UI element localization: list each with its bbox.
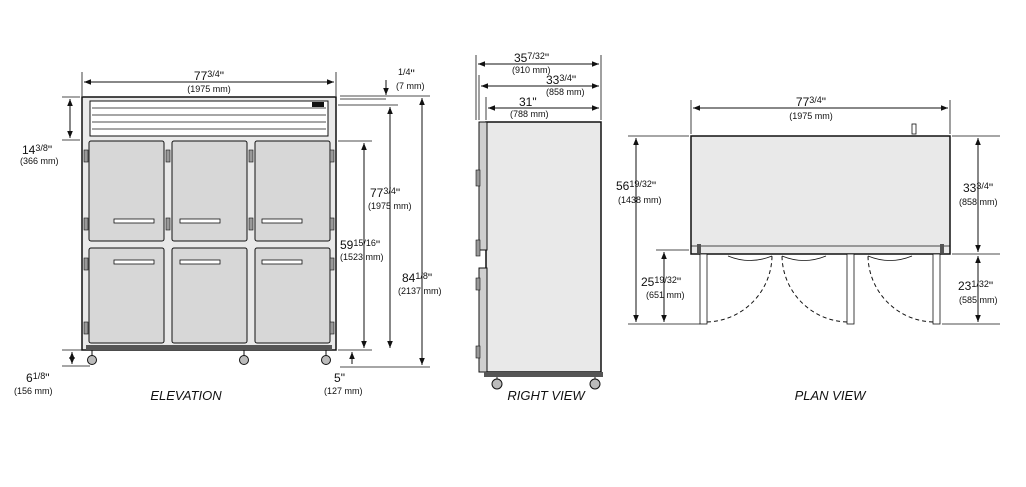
- right-view: 357/32" (910 mm) 333/4" (858 mm) 31" (78…: [475, 51, 603, 403]
- elev-topgap-mm: (7 mm): [396, 81, 425, 91]
- right-view-caption: RIGHT VIEW: [507, 388, 586, 403]
- elev-width-mm: (1975 mm): [187, 84, 231, 94]
- door-handle: [113, 218, 155, 224]
- plan-width-mm: (1975 mm): [789, 111, 833, 121]
- door-upper-center: [171, 140, 248, 242]
- elev-grille-dim: 143/8": [22, 143, 52, 157]
- plan-view: 773/4" (1975 mm) 5619/32" (1438 mm) 2519…: [616, 95, 1000, 403]
- door-lower-right: [254, 247, 331, 344]
- door-handle: [179, 259, 221, 265]
- top-grille: [89, 100, 329, 137]
- elev-grille-mm: (366 mm): [20, 156, 59, 166]
- plan-width-dim: 773/4": [796, 95, 826, 109]
- caster: [589, 377, 601, 390]
- plan-view-caption: PLAN VIEW: [795, 388, 868, 403]
- elev-topgap-dim: 1/4": [398, 67, 415, 81]
- caster: [87, 350, 97, 365]
- elev-overall-dim: 841/8": [402, 271, 432, 285]
- door-handle: [179, 218, 221, 224]
- plan-depthopen-dim: 5619/32": [616, 179, 656, 193]
- plan-depth-mm: (858 mm): [959, 197, 998, 207]
- door-handle: [261, 259, 303, 265]
- plan-doorwidth-dim: 231/32": [958, 279, 993, 293]
- right-depthbody-dim: 333/4": [546, 73, 576, 87]
- door-handle: [113, 259, 155, 265]
- caster: [491, 377, 503, 390]
- elev-overall-mm: (2137 mm): [398, 286, 442, 296]
- door-swing: [781, 253, 855, 325]
- right-depthbody-mm: (858 mm): [546, 87, 585, 97]
- elev-doorsection-dim: 5915/16": [340, 238, 380, 252]
- right-depthoverall-dim: 357/32": [514, 51, 549, 65]
- plan-body: [690, 135, 951, 255]
- door-swing: [867, 253, 941, 325]
- drain-fitting: [911, 123, 917, 135]
- plan-depth-dim: 333/4": [963, 181, 993, 195]
- plan-doorswing-dim: 2519/32": [641, 275, 681, 289]
- elev-width-dim: 773/4": [194, 69, 224, 83]
- elevation-view: 773/4" (1975 mm) 1/4" (7 mm) 143/8" (366…: [14, 67, 442, 403]
- door-upper-left: [88, 140, 165, 242]
- elev-bottomgap-mm: (127 mm): [324, 386, 363, 396]
- door-upper-right: [254, 140, 331, 242]
- control-panel: [312, 102, 324, 107]
- right-depthoverall-mm: (910 mm): [512, 65, 551, 75]
- door-handle: [261, 218, 303, 224]
- door-lower-center: [171, 247, 248, 344]
- right-depthcabinet-mm: (788 mm): [510, 109, 549, 119]
- door-swing: [699, 253, 773, 325]
- elev-caster-mm: (156 mm): [14, 386, 53, 396]
- plan-doorwidth-mm: (585 mm): [959, 295, 998, 305]
- right-depthcabinet-dim: 31": [519, 95, 537, 109]
- side-body: [485, 121, 602, 373]
- door-lower-left: [88, 247, 165, 344]
- elev-bottomgap-dim: 5": [334, 371, 345, 385]
- elev-doorheight-mm: (1975 mm): [368, 201, 412, 211]
- elev-doorheight-dim: 773/4": [370, 186, 400, 200]
- caster: [321, 350, 331, 365]
- elev-caster-dim: 61/8": [26, 371, 49, 385]
- elev-doorsection-mm: (1523 mm): [340, 252, 384, 262]
- plan-depthopen-mm: (1438 mm): [618, 195, 662, 205]
- elevation-caption: ELEVATION: [150, 388, 222, 403]
- caster: [239, 350, 249, 365]
- plan-doorswing-mm: (651 mm): [646, 290, 685, 300]
- side-door-lower: [478, 267, 488, 373]
